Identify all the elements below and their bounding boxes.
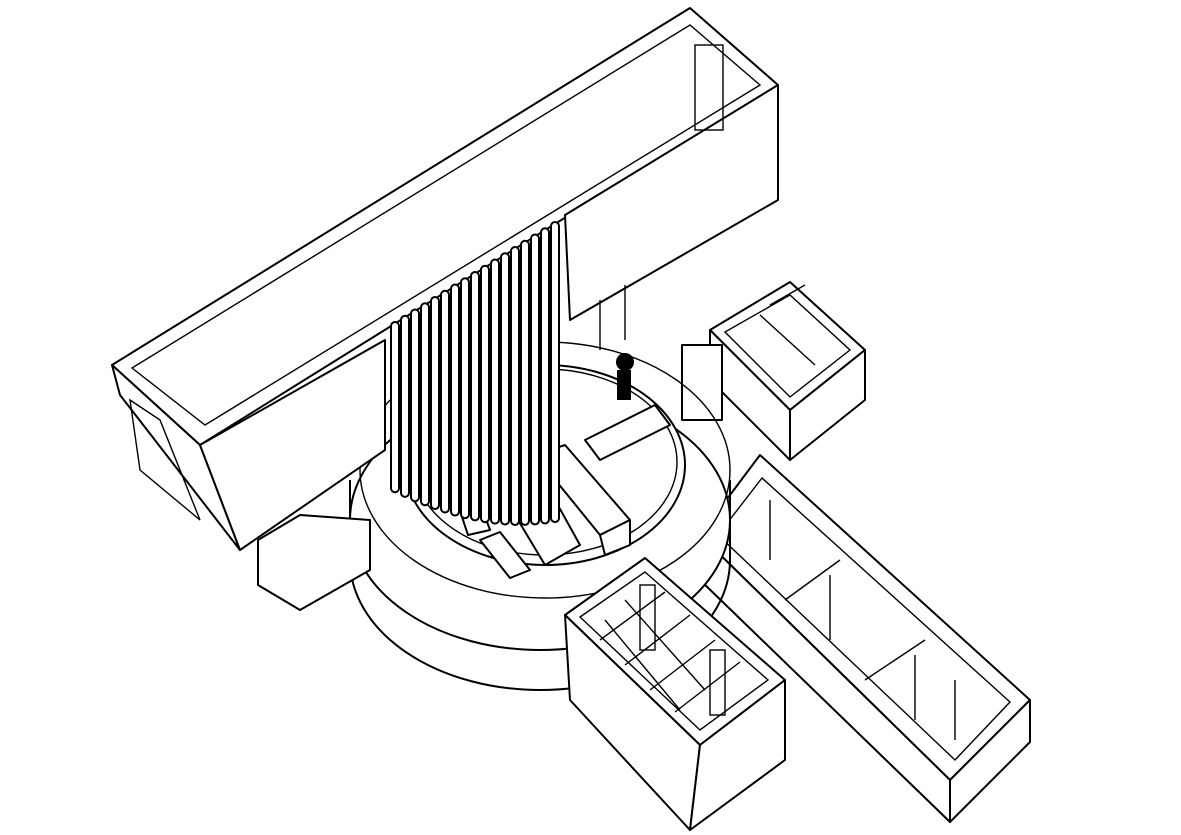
rib [480,264,490,524]
lower-left-box [257,514,371,611]
vertical-rib-screen [390,221,560,526]
rib [460,277,470,520]
door [694,44,724,131]
upper-beam-box [111,7,779,551]
rib [430,296,440,511]
rib [400,314,410,498]
rib [420,302,430,507]
dining-table [584,404,671,461]
bathroom-box [564,557,786,831]
rib [550,221,560,524]
rib [490,258,500,525]
coffee-table [479,531,531,579]
door [681,344,723,421]
rib [450,283,460,517]
window [129,398,201,521]
rib [530,233,540,526]
rib [510,246,520,526]
rib [440,289,450,514]
long-room-box [699,454,1031,823]
rib [410,308,420,503]
rib [520,239,530,526]
person-figure [616,353,634,371]
rib [470,271,480,522]
rib [540,227,550,525]
rib [500,252,510,526]
storage-box [681,281,866,461]
rib [390,321,400,494]
